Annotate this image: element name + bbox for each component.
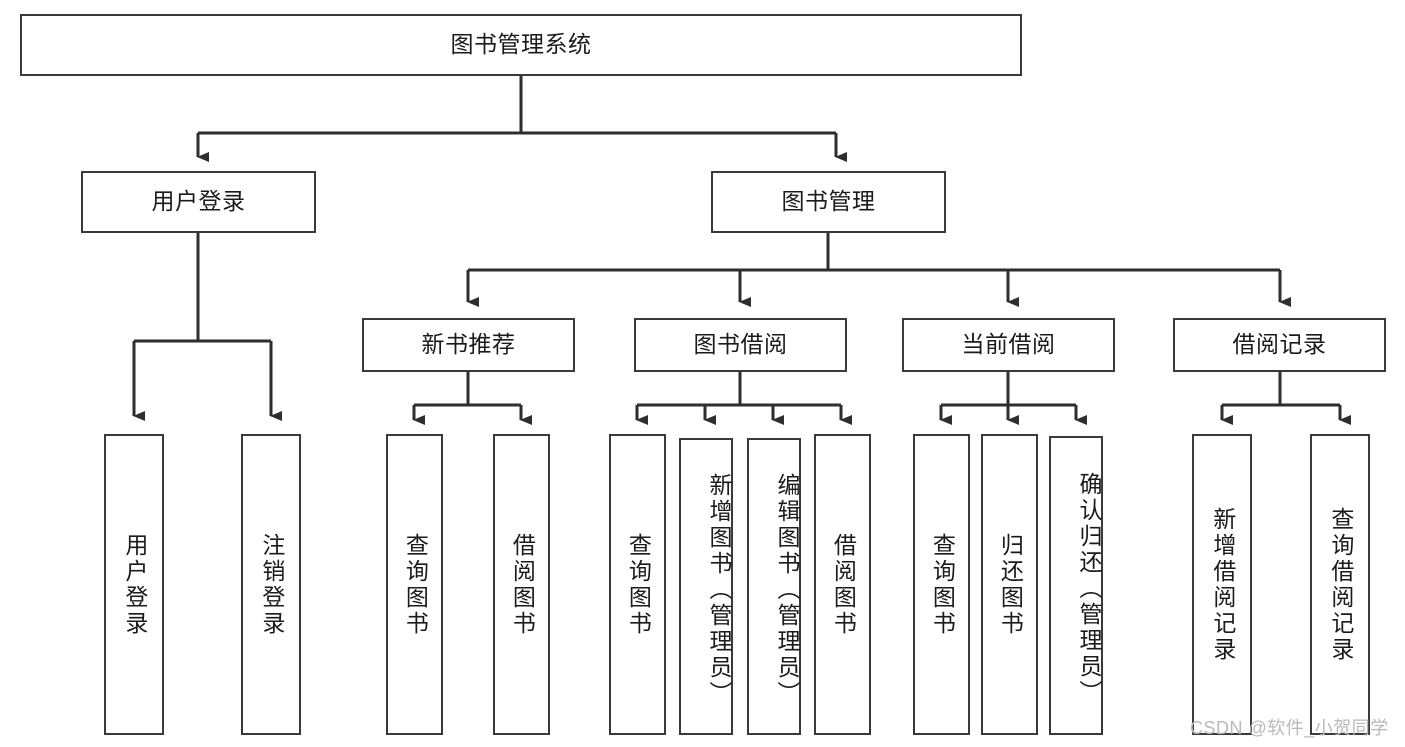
node-book-management[interactable]: 图书管理 bbox=[711, 171, 946, 233]
leaf-borrow-add-book[interactable]: 新增图书（管理员） bbox=[679, 438, 733, 735]
node-book-management-label: 图书管理 bbox=[781, 188, 876, 215]
node-borrow-record-label: 借阅记录 bbox=[1232, 331, 1327, 358]
leaf-new-book-borrow[interactable]: 借阅图书 bbox=[493, 434, 550, 735]
node-user-login-label: 用户登录 bbox=[151, 188, 246, 215]
leaf-current-return-book[interactable]: 归还图书 bbox=[981, 434, 1038, 735]
leaf-borrow-borrow-book[interactable]: 借阅图书 bbox=[814, 434, 871, 735]
leaf-record-query[interactable]: 查询借阅记录 bbox=[1310, 434, 1370, 735]
leaf-borrow-query-book[interactable]: 查询图书 bbox=[609, 434, 666, 735]
leaf-current-confirm-return-label: 确认归还（管理员） bbox=[1076, 471, 1102, 706]
node-user-login[interactable]: 用户登录 bbox=[81, 171, 316, 233]
leaf-record-add[interactable]: 新增借阅记录 bbox=[1192, 434, 1252, 735]
node-new-book-recommend[interactable]: 新书推荐 bbox=[362, 318, 575, 372]
leaf-current-return-book-label: 归还图书 bbox=[997, 532, 1024, 637]
leaf-borrow-add-book-label: 新增图书（管理员） bbox=[706, 472, 732, 707]
leaf-new-book-borrow-label: 借阅图书 bbox=[509, 532, 536, 637]
leaf-borrow-query-book-label: 查询图书 bbox=[625, 532, 652, 637]
node-root-system[interactable]: 图书管理系统 bbox=[20, 14, 1022, 76]
leaf-user-login-logout[interactable]: 注销登录 bbox=[241, 434, 301, 735]
leaf-current-confirm-return[interactable]: 确认归还（管理员） bbox=[1049, 436, 1103, 735]
node-new-book-recommend-label: 新书推荐 bbox=[421, 331, 516, 358]
leaf-borrow-edit-book[interactable]: 编辑图书（管理员） bbox=[747, 438, 801, 735]
node-book-borrow[interactable]: 图书借阅 bbox=[634, 318, 847, 372]
leaf-current-query-book-label: 查询图书 bbox=[929, 532, 956, 637]
leaf-borrow-borrow-book-label: 借阅图书 bbox=[830, 532, 857, 637]
leaf-user-login-logout-label: 注销登录 bbox=[258, 532, 285, 637]
csdn-watermark: CSDN @软件_小贺同学 bbox=[1190, 718, 1389, 738]
leaf-user-login-login[interactable]: 用户登录 bbox=[104, 434, 164, 735]
node-root-system-label: 图书管理系统 bbox=[450, 31, 592, 58]
leaf-new-book-query[interactable]: 查询图书 bbox=[386, 434, 443, 735]
node-current-borrow[interactable]: 当前借阅 bbox=[902, 318, 1115, 372]
leaf-new-book-query-label: 查询图书 bbox=[402, 532, 429, 637]
node-current-borrow-label: 当前借阅 bbox=[961, 331, 1056, 358]
leaf-user-login-login-label: 用户登录 bbox=[121, 532, 148, 637]
leaf-record-query-label: 查询借阅记录 bbox=[1327, 506, 1354, 663]
leaf-current-query-book[interactable]: 查询图书 bbox=[913, 434, 970, 735]
node-book-borrow-label: 图书借阅 bbox=[693, 331, 788, 358]
leaf-borrow-edit-book-label: 编辑图书（管理员） bbox=[774, 472, 800, 707]
leaf-record-add-label: 新增借阅记录 bbox=[1209, 506, 1236, 663]
node-borrow-record[interactable]: 借阅记录 bbox=[1173, 318, 1386, 372]
